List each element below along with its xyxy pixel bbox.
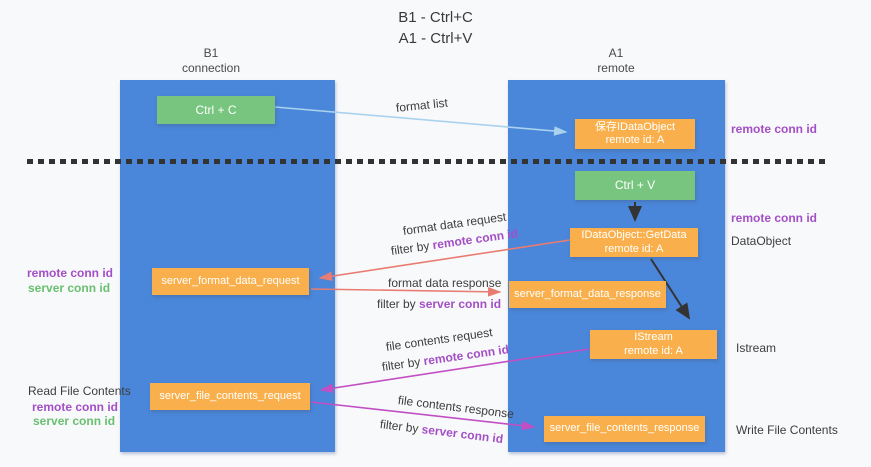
label-filter-by-1: filter by bbox=[390, 238, 434, 258]
lane-header-b1-connection: B1 connection bbox=[151, 46, 271, 76]
node-server-file-contents-response-label: server_file_contents_response bbox=[549, 422, 700, 435]
node-ctrl-v: Ctrl + V bbox=[575, 171, 695, 200]
diagram-title: B1 - Ctrl+C A1 - Ctrl+V bbox=[0, 7, 871, 49]
node-server-format-data-response-label: server_format_data_response bbox=[514, 287, 661, 300]
lane-header-connection: connection bbox=[181, 61, 241, 75]
lane-header-a1: A1 bbox=[608, 46, 624, 60]
node-server-format-data-request-label: server_format_data_request bbox=[161, 274, 300, 287]
node-ctrl-c: Ctrl + C bbox=[157, 96, 275, 124]
annotation-write-file-contents: Write File Contents bbox=[736, 423, 838, 437]
label-filter-by-4: filter by bbox=[379, 417, 423, 437]
label-filter-by-3: filter by bbox=[381, 354, 425, 374]
node-getdata-line2: remote id: A bbox=[604, 242, 664, 255]
annotation-left-server-conn-id-bottom: server conn id bbox=[33, 414, 116, 428]
annotation-read-file-contents: Read File Contents bbox=[28, 384, 131, 398]
label-format-data-response-filter: filter by server conn id bbox=[377, 297, 501, 311]
label-filter-by-2: filter by bbox=[377, 297, 420, 311]
annotation-left-server-conn-id-mid: server conn id bbox=[28, 281, 111, 295]
node-server-format-data-request: server_format_data_request bbox=[152, 268, 309, 295]
annotation-dataobject: DataObject bbox=[731, 234, 792, 248]
node-istream-line1: IStream bbox=[634, 331, 673, 344]
lane-header-remote: remote bbox=[597, 61, 635, 75]
node-server-file-contents-request-label: server_file_contents_request bbox=[159, 389, 301, 402]
lane-header-a1-remote: A1 remote bbox=[556, 46, 676, 76]
node-ctrl-c-label: Ctrl + C bbox=[195, 102, 237, 117]
label-file-contents-response: file contents response bbox=[397, 393, 515, 422]
label-server-conn-id-4: server conn id bbox=[420, 422, 504, 447]
node-server-format-data-response: server_format_data_response bbox=[509, 281, 666, 308]
label-format-data-response: format data response bbox=[388, 276, 502, 290]
node-save-idataobject: 保存IDataObject remote id: A bbox=[575, 119, 695, 149]
node-server-file-contents-request: server_file_contents_request bbox=[150, 383, 310, 410]
label-file-contents-response-filter: filter by server conn id bbox=[379, 417, 504, 446]
label-server-conn-id-2: server conn id bbox=[419, 297, 502, 311]
annotation-remote-conn-id-top: remote conn id bbox=[731, 122, 818, 136]
session-separator-dashed-line bbox=[27, 159, 830, 164]
annotation-remote-conn-id-mid: remote conn id bbox=[731, 211, 818, 225]
node-server-file-contents-response: server_file_contents_response bbox=[544, 416, 705, 442]
annotation-istream: Istream bbox=[736, 341, 777, 355]
node-ctrl-v-label: Ctrl + V bbox=[614, 178, 656, 193]
node-istream-line2: remote id: A bbox=[624, 344, 683, 357]
node-save-idataobject-line2: remote id: A bbox=[605, 134, 665, 146]
node-idataobject-getdata: IDataObject::GetData remote id: A bbox=[570, 228, 698, 257]
diagram-title-line2: A1 - Ctrl+V bbox=[398, 30, 473, 47]
lane-header-b1: B1 bbox=[203, 46, 219, 60]
annotation-left-remote-conn-id-mid: remote conn id bbox=[27, 266, 114, 280]
node-getdata-line1: IDataObject::GetData bbox=[581, 229, 687, 242]
label-format-list: format list bbox=[395, 95, 449, 115]
annotation-left-remote-conn-id-bottom: remote conn id bbox=[32, 400, 119, 414]
diagram-title-line1: B1 - Ctrl+C bbox=[398, 9, 473, 26]
node-istream: IStream remote id: A bbox=[590, 330, 717, 359]
node-save-idataobject-line1: 保存IDataObject bbox=[594, 120, 676, 133]
